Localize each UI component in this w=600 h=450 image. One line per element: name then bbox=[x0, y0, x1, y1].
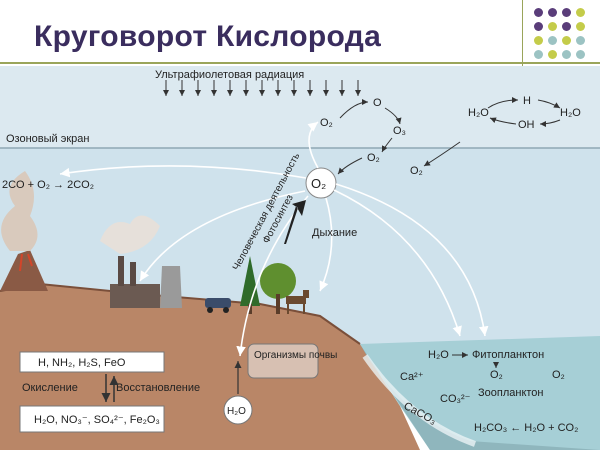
oxygen-cycle-diagram: Ультрафиолетовая радиация Озоновый экран… bbox=[0, 66, 600, 450]
ocean-o2-left: O₂ bbox=[490, 369, 503, 381]
ozone-cycle-o: O bbox=[373, 97, 382, 109]
decor-dot bbox=[534, 50, 543, 59]
horse bbox=[286, 290, 309, 314]
volcano-smoke bbox=[1, 171, 38, 251]
reduced-compounds-box bbox=[19, 351, 165, 373]
ozone-label: Озоновый экран bbox=[6, 133, 89, 145]
phytoplankton-label: Фитопланктон bbox=[472, 349, 544, 361]
co-reaction: 2CO + O₂ → 2CO₂ bbox=[2, 179, 94, 191]
decor-dot bbox=[562, 8, 571, 17]
ozone-arrow-1 bbox=[339, 99, 369, 119]
decor-dot bbox=[548, 22, 557, 31]
ozone-arrow-3 bbox=[381, 137, 393, 153]
ozone-cycle-o2-b: O₂ bbox=[367, 152, 380, 164]
ozone-cycle-o2-c: O₂ bbox=[410, 165, 423, 177]
trees bbox=[240, 256, 296, 314]
water-arrow-1 bbox=[487, 97, 519, 109]
decor-dot bbox=[576, 22, 585, 31]
decor-dot bbox=[576, 50, 585, 59]
ocean-o2-right: O₂ bbox=[552, 369, 565, 381]
ozone-cycle-o3: O₃ bbox=[393, 125, 406, 137]
decor-dot bbox=[534, 36, 543, 45]
decor-dot bbox=[576, 36, 585, 45]
decor-dot bbox=[548, 8, 557, 17]
car bbox=[205, 298, 231, 313]
factory bbox=[110, 256, 182, 308]
uv-arrows bbox=[163, 80, 361, 96]
soil-water-node bbox=[223, 395, 253, 425]
sea-shelf-line bbox=[362, 354, 477, 447]
decor-dot bbox=[548, 50, 557, 59]
oxidation-label: Окисление bbox=[22, 382, 78, 394]
arrow-ozone-down bbox=[307, 121, 319, 169]
ocean-ca: Ca²⁺ bbox=[400, 371, 424, 383]
water-arrow-3 bbox=[539, 119, 561, 127]
water-cycle-h: H bbox=[523, 95, 531, 107]
oxidized-compounds-text: H₂O, NO₃⁻, SO₄²⁻, Fe₂O₃ bbox=[34, 414, 160, 426]
zooplankton-label: Зоопланктон bbox=[478, 387, 544, 399]
water-cycle-oh: OH bbox=[518, 119, 535, 131]
photosynthesis-arrow bbox=[284, 200, 306, 244]
slide-title: Круговорот Кислорода bbox=[34, 20, 382, 53]
ozone-arrow-2 bbox=[384, 107, 402, 125]
upper-atmosphere bbox=[0, 66, 600, 148]
decor-line bbox=[522, 0, 523, 68]
decor-dot-grid bbox=[534, 8, 594, 62]
respiration-label: Дыхание bbox=[312, 227, 357, 239]
arrow-human bbox=[139, 190, 306, 282]
ocean-co3: CO₃²⁻ bbox=[440, 393, 471, 405]
reduced-compounds-text: H, NH₂, H₂S, FeO bbox=[38, 357, 126, 369]
lava bbox=[19, 253, 33, 272]
ozone-cycle-o2: O₂ bbox=[320, 117, 333, 129]
uv-label: Ультрафиолетовая радиация bbox=[155, 69, 304, 81]
oxidized-compounds-box bbox=[19, 405, 165, 433]
volcano bbox=[0, 250, 48, 291]
decor-dot bbox=[534, 8, 543, 17]
o2-center-label: O₂ bbox=[311, 176, 326, 191]
soil-organisms-box bbox=[247, 343, 319, 379]
decor-dot bbox=[562, 50, 571, 59]
ozone-arrow-5 bbox=[423, 141, 461, 167]
decor-dot bbox=[576, 8, 585, 17]
title-rule bbox=[0, 62, 600, 64]
factory-smoke bbox=[100, 215, 160, 254]
arrow-ocean-1 bbox=[333, 189, 462, 337]
soil-water-label: H₂O bbox=[227, 406, 246, 417]
decor-dot bbox=[562, 36, 571, 45]
decor-dot bbox=[548, 36, 557, 45]
ozone-arrow-4 bbox=[337, 157, 363, 175]
arrow-ocean-2 bbox=[335, 183, 489, 337]
soil-organisms-text: Организмы почвы bbox=[254, 350, 337, 361]
water-cycle-h2o-left: H₂O bbox=[468, 107, 489, 119]
o2-center-node bbox=[305, 167, 337, 199]
sea-floor bbox=[360, 344, 600, 450]
ocean-h2co3-reaction: H₂CO₃ ← H₂O + CO₂ bbox=[474, 422, 578, 434]
arrow-o2-to-co bbox=[59, 165, 307, 179]
water-arrow-2 bbox=[537, 99, 561, 109]
reduction-label: Восстановление bbox=[116, 382, 200, 394]
water-cycle-h2o-right: H₂O bbox=[560, 107, 581, 119]
decor-dot bbox=[562, 22, 571, 31]
decor-dot bbox=[534, 22, 543, 31]
ocean-h2o: H₂O bbox=[428, 349, 449, 361]
water-arrow-4 bbox=[489, 117, 517, 125]
arrow-respiration bbox=[319, 197, 333, 292]
